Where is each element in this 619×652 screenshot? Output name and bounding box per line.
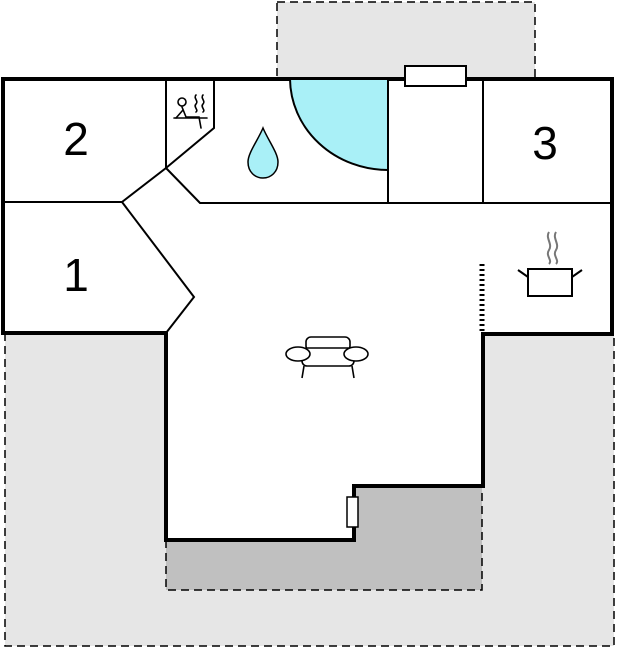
room-label-2: 2 xyxy=(63,113,89,165)
interior-walls xyxy=(3,79,612,334)
pool xyxy=(288,78,389,172)
window-top xyxy=(404,65,467,87)
sofa-icon xyxy=(285,336,369,379)
room-label-3: 3 xyxy=(532,117,558,169)
cooking-pot-icon xyxy=(517,231,583,297)
room-label-1: 1 xyxy=(63,249,89,301)
sauna-icon xyxy=(173,94,208,129)
terrace-door xyxy=(346,496,359,528)
house-outline xyxy=(1,77,614,542)
water-drop-icon xyxy=(247,126,279,179)
